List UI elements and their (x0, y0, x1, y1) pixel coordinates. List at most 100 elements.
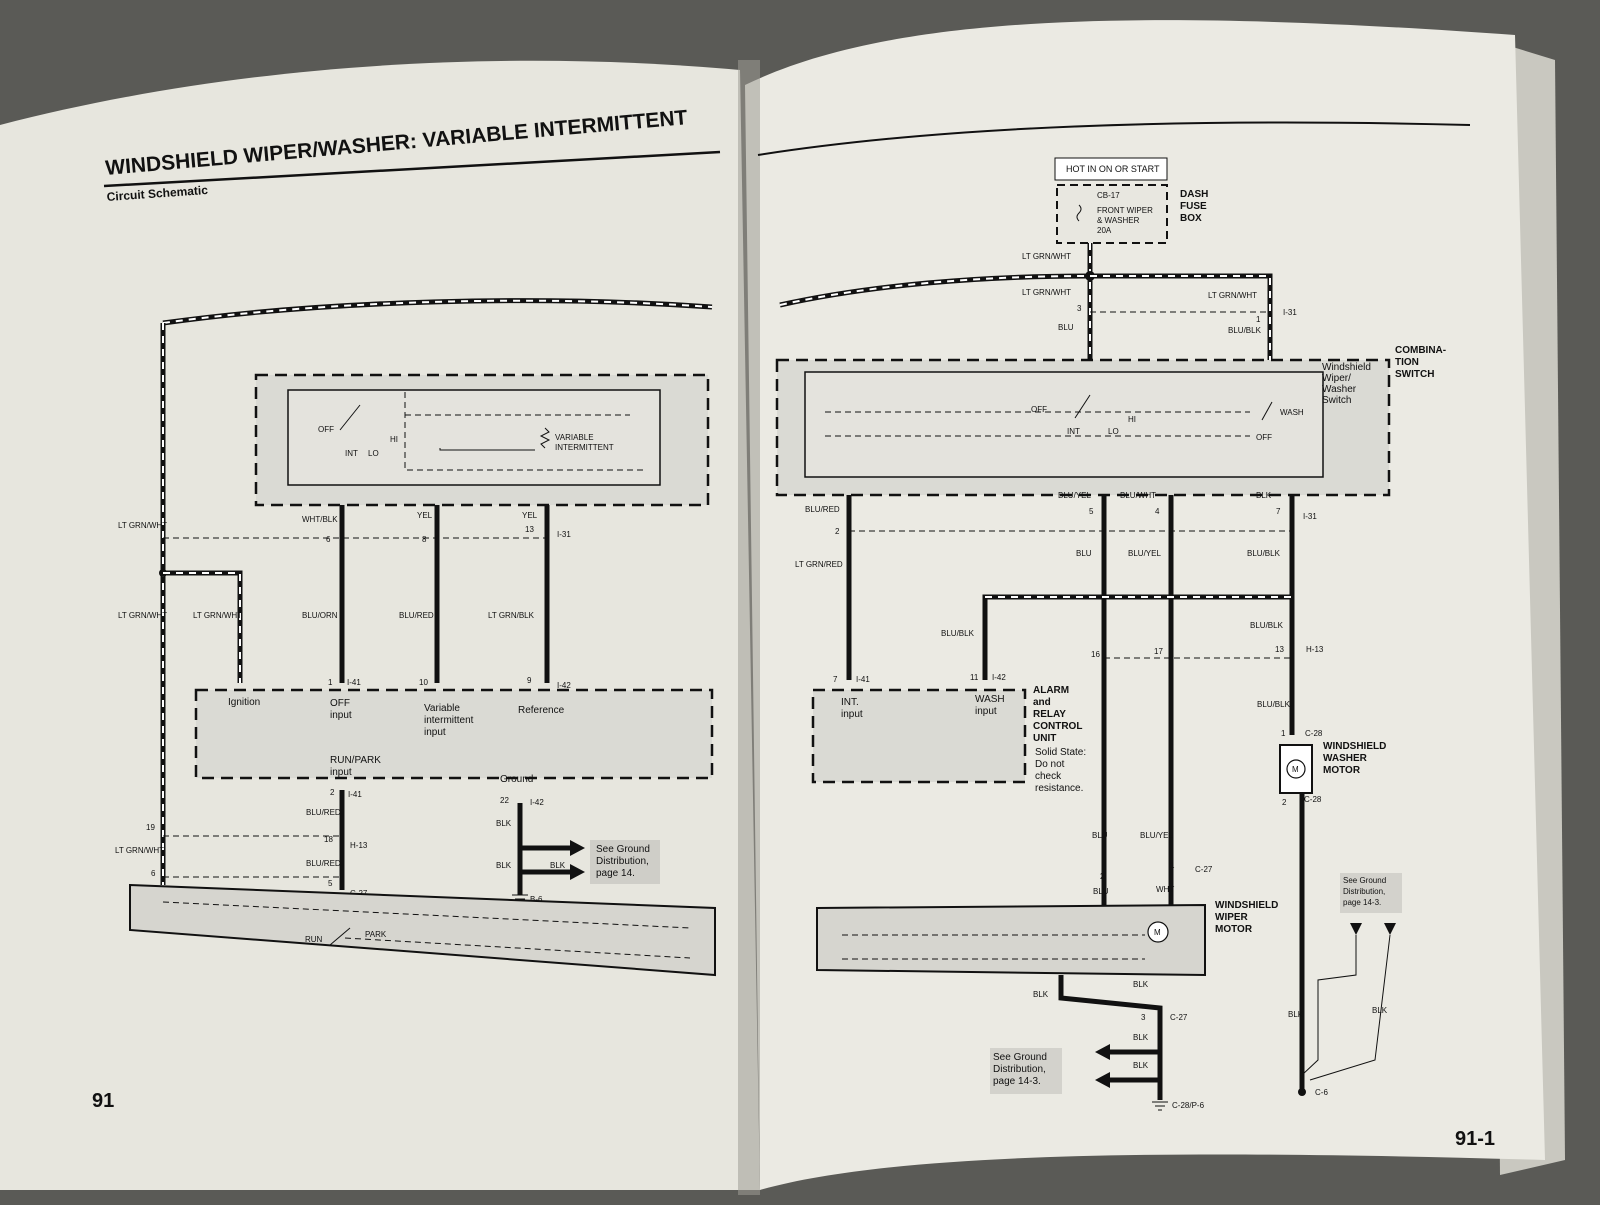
combination-switch-label-1: COMBINA- (1395, 345, 1446, 356)
hot-label-box (1054, 157, 1168, 181)
ground-note-b-3: page 14-3. (1343, 898, 1381, 907)
ground-return-b (1309, 934, 1391, 1081)
connector-i41: I-41 (347, 678, 361, 687)
motor-switch-contact (329, 927, 351, 946)
wire-blk-f: BLK (1288, 1010, 1304, 1019)
unit-run-park-2: input (330, 767, 352, 778)
wire-lt-grn-wht-c: LT GRN/WHT (193, 611, 242, 620)
wire-lt-grn-wht-d: LT GRN/WHT (115, 846, 164, 855)
wire-blk-e-right: BLK (1133, 1061, 1149, 1070)
connector-c28b: C-28 (1304, 795, 1322, 804)
wire-blu-yel-c: BLU/YEL (1140, 831, 1173, 840)
alarm-label-2: and (1033, 697, 1051, 708)
wire-blu-b: BLU (1076, 549, 1092, 558)
connector-3-right: 3 (1077, 304, 1082, 313)
ground-note-b-bg (1340, 873, 1402, 913)
wire-blu-red-label: BLU/RED (805, 505, 840, 514)
connector-h13-right: H-13 (1306, 645, 1324, 654)
connector-c27-right: C-27 (1195, 865, 1213, 874)
wire-wht-blk: WHT/BLK (302, 515, 338, 524)
wire-blu-orn: BLU/ORN (302, 611, 338, 620)
combination-switch-label-2: TION (1395, 357, 1419, 368)
connector-c28: C-28 (1305, 729, 1323, 738)
ground-arrow-d (1384, 923, 1396, 935)
wire-blu-red-a: BLU/RED (399, 611, 434, 620)
ground-note-3: page 14. (596, 868, 635, 879)
fuse-box-label-1: DASH (1180, 189, 1208, 200)
connector-2-right: 2 (835, 527, 840, 536)
alarm-note-4: resistance. (1035, 783, 1083, 794)
switch-off2-right: OFF (1256, 433, 1272, 442)
wiper-switch-label-1: Windshield (1322, 362, 1371, 373)
fuse-box (1056, 184, 1168, 244)
fuse-id: CB-17 (1097, 191, 1120, 200)
connector-5: 5 (328, 879, 333, 888)
connector-7-right: 7 (1276, 507, 1281, 516)
unit-off-input-2: input (330, 710, 352, 721)
ignition-wire (163, 570, 243, 683)
washer-motor-label-3: MOTOR (1323, 765, 1361, 776)
alarm-int-input-2: input (841, 709, 863, 720)
ground-arrow-a (570, 840, 585, 856)
switch-wash-right: WASH (1280, 408, 1304, 417)
ground-note-a-2: Distribution, (993, 1064, 1046, 1075)
connector-i42-right: I-42 (992, 673, 1006, 682)
alarm-unit-box (811, 688, 1027, 784)
switch-int-label: INT (345, 449, 358, 458)
ground-point-c6 (1298, 1088, 1306, 1096)
switch-path (404, 392, 645, 471)
alarm-wash-input-2: input (975, 706, 997, 717)
connector-c27b-right: C-27 (1170, 1013, 1188, 1022)
intermittent-label: INTERMITTENT (555, 443, 614, 452)
connector-i42: I-42 (557, 681, 571, 690)
book-spine-shadow (738, 60, 760, 1195)
connector-3b-right: 3 (1141, 1013, 1146, 1022)
connector-4-right: 4 (1155, 507, 1160, 516)
connector-6-b: 6 (151, 869, 156, 878)
alarm-label-1: ALARM (1033, 685, 1069, 696)
wire-wht: WHT (1156, 885, 1174, 894)
wiper-ground-icon (1152, 1101, 1168, 1111)
connector-8: 8 (422, 535, 427, 544)
wire-lt-grn-wht-c-right: LT GRN/WHT (1208, 291, 1257, 300)
connector-2b-right: 2 (1282, 798, 1287, 807)
connector-c6: C-6 (1315, 1088, 1328, 1097)
washer-motor-symbol: M (1292, 765, 1299, 774)
switch-lo-label: LO (368, 449, 379, 458)
wire-blu-red-b: BLU/RED (306, 808, 341, 817)
variable-feed (439, 448, 535, 451)
connector-2: 2 (330, 788, 335, 797)
wiper-motor-label-2: WIPER (1215, 912, 1249, 923)
variable-resistor-icon (539, 427, 551, 449)
wire-blu-red-c: BLU/RED (306, 859, 341, 868)
wire-blu-yel-b: BLU/YEL (1128, 549, 1161, 558)
alarm-note-2: Do not (1035, 759, 1065, 770)
switch-off-label: OFF (318, 425, 334, 434)
combination-switch-label-3: SWITCH (1395, 369, 1434, 380)
wire-blk-b: BLK (496, 861, 512, 870)
connector-h13: H-13 (350, 841, 368, 850)
connector-16: 16 (1091, 650, 1100, 659)
wire-blu-c: BLU (1092, 831, 1108, 840)
wiper-switch-contact (1074, 394, 1091, 419)
wire-blu-wht: BLU/WHT (1120, 491, 1156, 500)
ground-note-bg (590, 840, 660, 884)
switch-contact (339, 404, 361, 431)
washer-motor-label-1: WINDSHIELD (1323, 741, 1386, 752)
connector-2c-right: 2 (1100, 872, 1105, 881)
fuse-name-2: & WASHER (1097, 216, 1140, 225)
connector-17: 17 (1154, 647, 1163, 656)
wire-lt-grn-wht-a-right: LT GRN/WHT (1022, 252, 1071, 261)
wire-blu-yel-a: BLU/YEL (1058, 491, 1091, 500)
connector-13-right: 13 (1275, 645, 1284, 654)
wiper-motor-label-1: WINDSHIELD (1215, 900, 1278, 911)
left-page-content: WINDSHIELD WIPER/WASHER: VARIABLE INTERM… (92, 106, 721, 1112)
fuse-box-label-2: FUSE (1180, 201, 1207, 212)
connector-i42-b: I-42 (530, 798, 544, 807)
washer-motor-icon (1286, 759, 1306, 779)
connector-c28-p6: C-28/P-6 (1172, 1101, 1205, 1110)
wiper-motor-icon (1147, 921, 1169, 943)
connector-i31: I-31 (557, 530, 571, 539)
ground-note-b-1: See Ground (1343, 876, 1386, 885)
